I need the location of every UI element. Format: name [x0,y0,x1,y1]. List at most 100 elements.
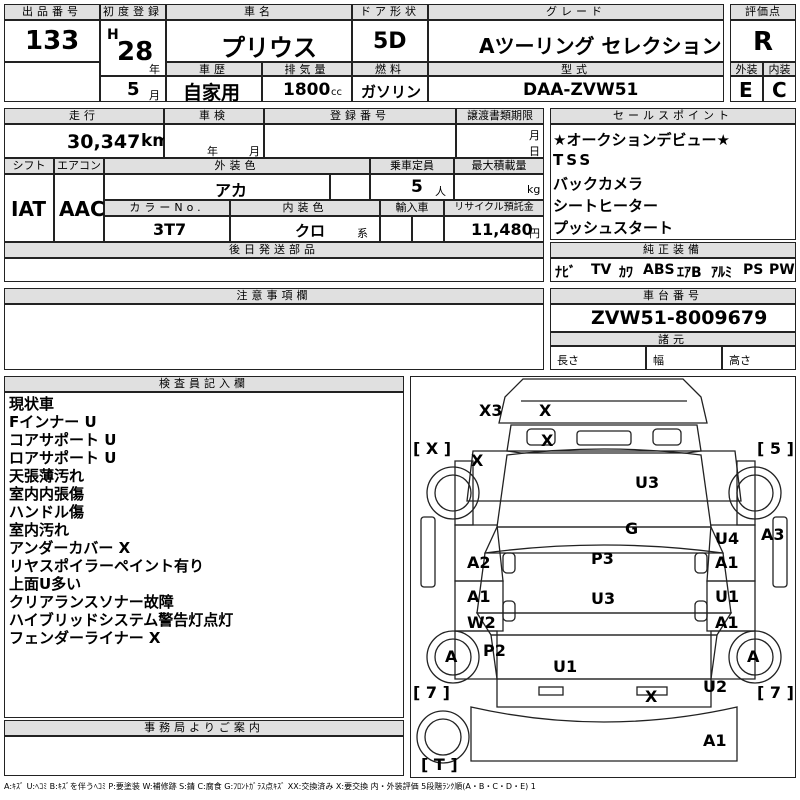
sales-point: プッシュスタート [553,219,674,237]
score: R [753,27,774,57]
diagram-label: A [747,647,760,666]
diagram-label: P3 [591,549,614,568]
model-code: DAA-ZVW51 [523,80,639,100]
int-color-unit: 系 [357,227,368,240]
inspection-month-unit: 月 [249,145,260,158]
genuine-equip-header: 純正装備 [550,242,796,258]
capacity-unit: 人 [435,185,446,198]
max-load-cell: kg [454,174,544,200]
exterior-cell: E [730,76,763,102]
remark-line: クリアランスソナー故障 [9,593,174,611]
fuel: ガソリン [361,83,422,101]
color-no-cell: 3T7 [104,216,230,242]
equip-item: PS [743,262,764,278]
capacity-header: 乗車定員 [370,158,454,174]
deadline-day-unit: 日 [529,145,540,158]
remark-line: 室内汚れ [9,521,70,539]
damage-diagram: X3 X X X [ X ] [ 5 ] U3 G U4 A3 A2 P3 A1… [410,376,796,778]
color-no-header: カラーNo. [104,200,230,216]
deadline-month-unit: 月 [529,129,540,142]
interior-cell: C [763,76,796,102]
sales-point: バックカメラ [553,175,644,193]
spec-length: 長さ [557,354,579,367]
diagram-label: P2 [483,641,506,660]
diagram-label: U4 [715,529,740,548]
remark-line: ハンドル傷 [9,503,85,521]
mileage-cell: 30,347 km [4,124,170,158]
remark-line: コアサポート U [9,431,117,449]
max-load-header: 最大積載量 [454,158,544,174]
equip-item: ﾅﾋﾞ [555,265,576,281]
fuel-cell: ガソリン [352,76,428,102]
first-reg-header: 初度登録 [100,4,166,20]
equip-item: TV [591,262,612,278]
shift-cell: IAT [4,174,54,242]
era: H [107,27,119,43]
year: 28 [117,37,154,67]
remark-line: Fインナー U [9,413,97,431]
diagram-label: A1 [703,731,727,750]
sales-point: シートヒーター [553,197,659,215]
sales-point: TSS [553,151,594,169]
displacement-cell: 1800 cc [262,76,352,102]
car-name-header: 車名 [166,4,352,20]
displacement-unit: cc [331,87,342,98]
diagram-label: X3 [479,401,503,420]
height-cell: 高さ [722,346,796,370]
diagram-label: [ 7 ] [413,683,450,702]
remark-line: 上面U多い [9,575,82,593]
capacity: 5 [411,177,423,197]
equip-item: PW [769,262,795,278]
aircon-cell: AAC [54,174,105,242]
diagram-label: X [645,687,658,706]
remark-line: ハイブリッドシステム警告灯点灯 [9,611,234,629]
ext-color-blank [330,174,370,200]
inspector-remarks: 現状車 Fインナー U コアサポート U ロアサポート U 天張薄汚れ 室内内張… [4,392,404,718]
diagram-label: A2 [467,553,491,572]
mileage: 30,347 [67,131,141,153]
equip-item: ｶﾜ [619,265,633,281]
grade-cell: Aツーリング セレクション [428,20,724,62]
ext-color-cell: アカ [104,174,330,200]
door: 5D [373,29,407,54]
diagram-label: U1 [553,657,578,676]
import-cell-1 [380,216,412,242]
diagram-label: W2 [467,613,496,632]
mileage-unit: km [141,131,171,151]
first-reg-cell: H 28 年 [100,20,166,76]
diagram-label: U3 [591,589,616,608]
length-cell: 長さ [550,346,646,370]
equip-item: ｱﾙﾐ [711,265,732,281]
chassis-cell: ZVW51-8009679 [550,304,796,332]
lot-no-blank [4,62,100,102]
equip-item: ｴｱB [677,265,702,281]
remark-line: ロアサポート U [9,449,117,467]
month-unit: 月 [149,89,160,102]
spec-height: 高さ [729,354,751,367]
inspection-header: 車検 [164,108,264,124]
exterior-score: E [739,78,753,102]
diagram-label: A1 [715,553,739,572]
interior-score: C [772,78,787,102]
lot-no-cell: 133 [4,20,100,62]
diagram-label: U3 [635,473,660,492]
diagram-label: U2 [703,677,728,696]
recycle-cell: 11,480 円 [444,216,544,242]
history-cell: 自家用 [166,76,262,104]
year-unit: 年 [149,63,160,76]
reg-no-cell [264,124,456,158]
color-no: 3T7 [153,220,187,239]
sales-point: ★オークションデビュー★ [553,131,730,149]
office-cell [4,736,404,776]
later-parts-header: 後日発送部品 [4,242,544,258]
month-cell: 5 月 [100,76,166,102]
equip-item: ABS [643,262,675,278]
diagram-label: X [539,401,552,420]
car-name-cell: プリウス [166,20,352,62]
diagram-label: A3 [761,525,785,544]
ext-color: アカ [215,181,248,200]
diagram-label: A1 [715,613,739,632]
model-code-cell: DAA-ZVW51 [428,76,724,102]
diagram-label: G [625,519,639,538]
transfer-deadline-header: 譲渡書類期限 [456,108,544,124]
